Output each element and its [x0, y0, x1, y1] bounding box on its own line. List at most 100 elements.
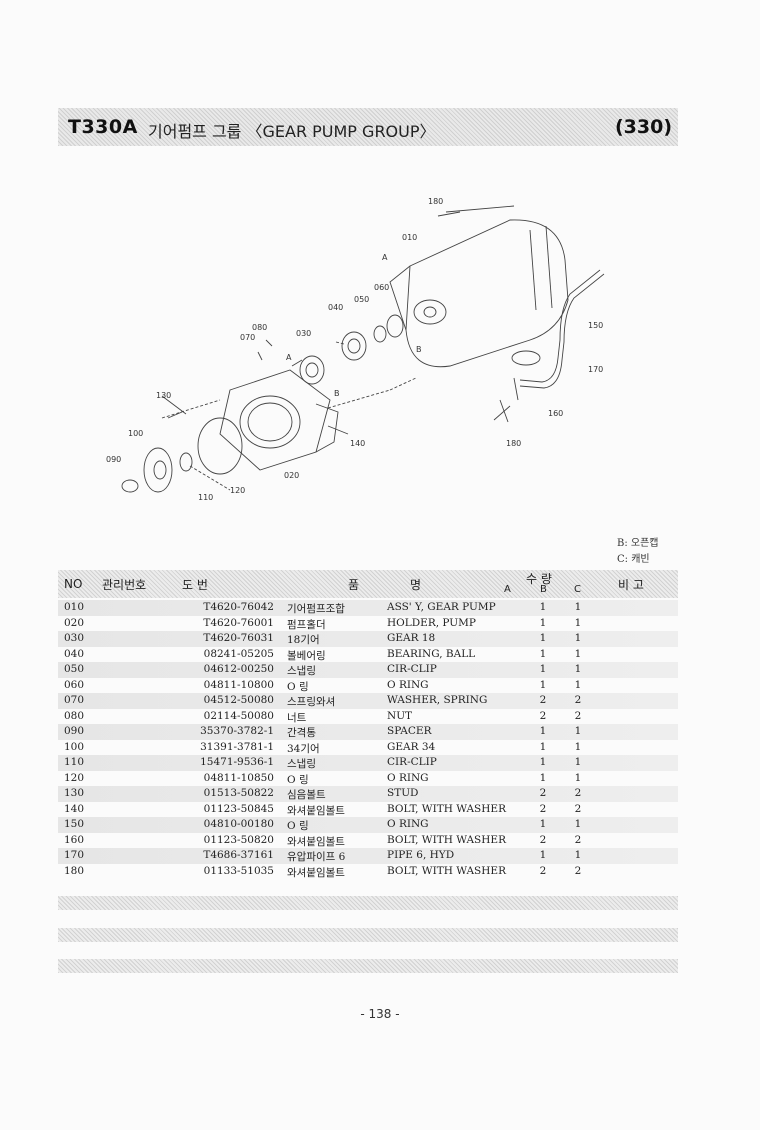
- row-name-eng: NUT: [387, 709, 413, 722]
- row-part-no: 08241-05205: [203, 647, 274, 660]
- row-qty-b: 2: [539, 802, 547, 815]
- row-qty-b: 1: [539, 849, 547, 861]
- empty-row-band: [58, 959, 678, 973]
- row-no: 040: [64, 647, 85, 660]
- row-name-kor: 18기어: [287, 634, 320, 646]
- row-name-kor: 와셔붙임볼트: [287, 835, 345, 848]
- label-170: 170: [588, 365, 603, 374]
- row-qty-b: 1: [539, 740, 547, 753]
- spacer: [121, 479, 139, 493]
- row-no: 160: [64, 833, 85, 846]
- header-qty: 수 량: [526, 572, 552, 586]
- gear-18: [299, 355, 325, 385]
- label-060: 060: [374, 283, 389, 292]
- row-name-kor: 심음볼트: [287, 789, 326, 801]
- ball-bearing: [341, 331, 367, 361]
- row-part-no: 01513-50822: [203, 787, 274, 799]
- row-qty-c: 1: [574, 725, 582, 737]
- label-160: 160: [548, 409, 563, 418]
- label-120: 120: [230, 486, 245, 495]
- row-name-eng: O RING: [387, 771, 429, 784]
- row-qty-b: 2: [539, 864, 547, 877]
- row-part-no: 15471-9536-1: [200, 756, 274, 768]
- row-name-kor: 유압파이프 6: [287, 851, 346, 863]
- pump-shaft: [413, 299, 447, 325]
- pipe-flange: [511, 350, 541, 366]
- row-qty-b: 1: [539, 818, 547, 830]
- row-part-no: T4686-37161: [203, 849, 274, 861]
- row-qty-c: 2: [574, 709, 582, 722]
- row-qty-b: 2: [539, 694, 547, 706]
- row-qty-b: 1: [539, 632, 547, 644]
- row-name-kor: 스냅링: [287, 665, 316, 677]
- row-qty-c: 1: [574, 663, 582, 675]
- group-number: (330): [614, 116, 672, 138]
- nut-080: [265, 339, 273, 347]
- row-qty-c: 1: [574, 740, 582, 753]
- label-010: 010: [402, 233, 417, 242]
- legend: B: 오픈캡 C: 캐빈: [617, 536, 659, 568]
- header-col-c: C: [574, 584, 581, 595]
- row-qty-b: 2: [539, 787, 547, 799]
- label-100: 100: [128, 429, 143, 438]
- empty-row-band: [58, 928, 678, 942]
- row-part-no: 04811-10850: [203, 771, 274, 784]
- gear-34: [143, 447, 173, 493]
- header-remark: 비 고: [618, 578, 644, 592]
- label-050: 050: [354, 295, 369, 304]
- o-ring-120: [197, 417, 243, 475]
- hydraulic-pipe: [519, 269, 601, 383]
- label-080: 080: [252, 323, 267, 332]
- row-name-eng: CIR-CLIP: [387, 756, 437, 768]
- pump-body-front: [389, 265, 411, 331]
- row-name-kor: 펌프홀더: [287, 618, 326, 631]
- row-no: 090: [64, 725, 85, 737]
- label-090: 090: [106, 455, 121, 464]
- row-no: 030: [64, 632, 85, 644]
- row-qty-b: 1: [539, 771, 547, 784]
- header-drawing-no: 도 번: [182, 578, 208, 592]
- model-code: T330A: [68, 116, 138, 138]
- row-name-eng: HOLDER, PUMP: [387, 616, 476, 629]
- header-no: NO: [64, 577, 83, 591]
- row-qty-c: 1: [574, 616, 582, 629]
- row-name-eng: GEAR 18: [387, 632, 436, 644]
- row-name-eng: WASHER, SPRING: [387, 694, 488, 706]
- header-name-b: 명: [410, 578, 422, 592]
- page-number: - 138 -: [360, 1007, 400, 1021]
- label-030: 030: [296, 329, 311, 338]
- row-name-eng: SPACER: [387, 725, 432, 737]
- row-no: 050: [64, 663, 85, 675]
- row-name-eng: BOLT, WITH WASHER: [387, 802, 506, 815]
- row-qty-b: 1: [539, 663, 547, 675]
- row-name-eng: CIR-CLIP: [387, 663, 437, 675]
- row-part-no: 01123-50820: [203, 833, 274, 846]
- row-name-kor: 스냅링: [287, 758, 316, 770]
- pump-holder: [219, 369, 331, 471]
- label-110: 110: [198, 493, 213, 502]
- exploded-parts-diagram: 180 010 A 060 050 040 080 070 030 A 150 …: [106, 197, 605, 502]
- row-name-eng: ASS' Y, GEAR PUMP: [387, 601, 496, 613]
- row-part-no: 31391-3781-1: [200, 740, 274, 753]
- label-b-mid: B: [334, 389, 340, 398]
- row-name-kor: 기어펌프조합: [287, 603, 345, 615]
- label-180-top: 180: [428, 197, 443, 206]
- label-b-top: B: [416, 345, 422, 354]
- row-name-eng: STUD: [387, 787, 419, 799]
- row-name-eng: GEAR 34: [387, 740, 436, 753]
- row-part-no: T4620-76031: [203, 632, 274, 644]
- row-name-eng: O RING: [387, 818, 429, 830]
- row-qty-c: 2: [574, 787, 582, 799]
- row-name-kor: 스프링와셔: [287, 696, 336, 708]
